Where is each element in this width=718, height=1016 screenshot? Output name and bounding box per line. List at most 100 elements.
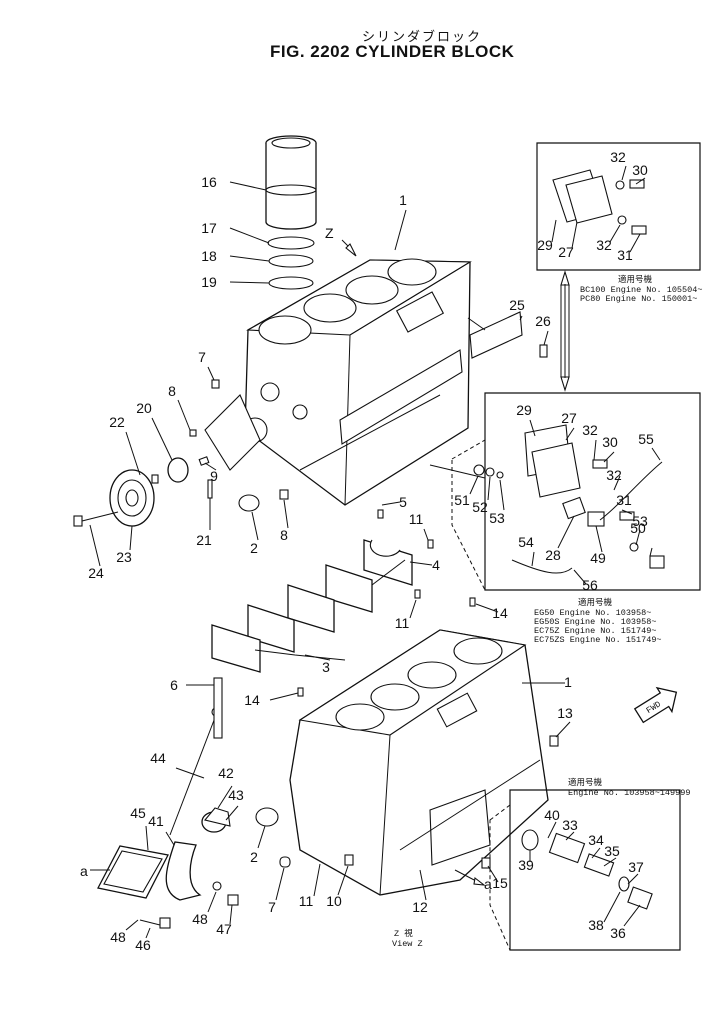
callout-number-13: 13 <box>557 705 573 721</box>
callout-leader-line <box>175 767 205 779</box>
callout-leader-line <box>283 499 289 529</box>
callout-leader-line <box>609 224 621 243</box>
callout-number-27: 27 <box>561 410 577 426</box>
callout-leader-line <box>217 785 233 809</box>
callout-leader-line <box>409 599 417 619</box>
dipstick-assembly <box>97 707 239 929</box>
callout-number-34: 34 <box>588 832 604 848</box>
applicability-top-line: PC80 Engine No. 150001~ <box>580 294 697 304</box>
callout-leader-line <box>651 447 661 461</box>
callout-number-2: 2 <box>250 540 258 556</box>
callout-leader-line <box>145 927 151 939</box>
callout-number-51: 51 <box>454 492 470 508</box>
callout-leader-line <box>229 227 270 244</box>
callout-leader-line <box>529 419 536 437</box>
callout-number-56: 56 <box>582 577 598 593</box>
callout-number-49: 49 <box>590 550 606 566</box>
bearing-caps <box>211 539 413 673</box>
callout-number-7: 7 <box>268 899 276 915</box>
callout-number-20: 20 <box>136 400 152 416</box>
callout-number-53: 53 <box>489 510 505 526</box>
callout-leader-line <box>125 919 139 931</box>
callout-number-32: 32 <box>582 422 598 438</box>
callout-number-35: 35 <box>604 843 620 859</box>
callout-leader-line <box>613 475 621 491</box>
upper-cylinder-block <box>204 258 472 506</box>
figure-title: FIG. 2202 CYLINDER BLOCK <box>270 42 515 61</box>
callout-leader-line <box>551 219 557 243</box>
callout-leader-line <box>635 529 641 546</box>
callout-number-11: 11 <box>395 615 410 631</box>
callout-leader-line <box>177 399 191 431</box>
callout-number-45: 45 <box>130 805 146 821</box>
fwd-arrow-icon: FWD <box>633 686 678 724</box>
callout-leader-line <box>565 427 575 441</box>
callout-number-6: 6 <box>170 677 178 693</box>
callout-leader-line <box>337 865 349 896</box>
callout-number-7: 7 <box>198 349 206 365</box>
callout-number-53: 53 <box>632 513 648 529</box>
callout-number-26: 26 <box>535 313 551 329</box>
callout-number-42: 42 <box>218 765 234 781</box>
callout-leader-line <box>603 891 621 923</box>
callout-leader-line <box>129 525 133 551</box>
callout-leader-line <box>591 847 601 859</box>
callout-leader-line <box>269 692 299 701</box>
timing-gear <box>73 456 210 527</box>
callout-number-52: 52 <box>472 499 488 515</box>
callout-leader-line <box>499 479 505 511</box>
view-z-caption: View Z <box>392 939 423 949</box>
callout-leader-line <box>547 821 557 839</box>
callout-number-31: 31 <box>617 247 633 263</box>
callout-number-14: 14 <box>244 692 260 708</box>
callout-number-11: 11 <box>299 893 314 909</box>
callout-leader-line <box>593 439 597 461</box>
detail-box-mid <box>451 392 701 591</box>
callout-number-18: 18 <box>201 248 217 264</box>
callout-number-54: 54 <box>518 534 534 550</box>
callout-leader-line <box>394 209 407 251</box>
callout-number-48: 48 <box>110 929 126 945</box>
detail-box-top <box>536 142 701 271</box>
callout-leader-line <box>423 528 429 541</box>
callout-number-44: 44 <box>150 750 166 766</box>
callout-leader-line <box>623 904 641 927</box>
callout-leader-line <box>469 475 479 495</box>
callout-leader-line <box>603 857 617 867</box>
callout-number-12: 12 <box>412 899 428 915</box>
callout-leader-line <box>419 869 427 901</box>
callout-leader-line <box>555 721 571 738</box>
callout-number-36: 36 <box>610 925 626 941</box>
callout-number-21: 21 <box>196 532 212 548</box>
callout-leader-line <box>304 654 331 661</box>
callout-leader-line <box>595 525 603 553</box>
callout-number-8: 8 <box>168 383 176 399</box>
callout-leader-line <box>409 561 433 566</box>
callout-number-55: 55 <box>638 431 654 447</box>
cylinder-liner <box>265 135 317 290</box>
applicability-bot-heading: 適用号機 <box>568 777 603 788</box>
callout-leader-line <box>251 511 259 541</box>
lower-cylinder-block <box>289 629 549 896</box>
callout-number-8: 8 <box>280 527 288 543</box>
callout-leader-line <box>531 551 535 567</box>
callout-leader-line <box>487 865 499 883</box>
applicability-bot: 適用号機 Engine No. 103958~149999 <box>568 777 690 798</box>
callout-leader-line <box>275 867 285 901</box>
callout-number-46: 46 <box>135 937 151 953</box>
callout-number-16: 16 <box>201 174 217 190</box>
z-mark: Z <box>325 225 334 241</box>
callout-leader-line <box>229 255 270 262</box>
applicability-bot-line: Engine No. 103958~149999 <box>568 788 690 798</box>
callout-leader-line <box>229 181 267 191</box>
callout-number-10: 10 <box>326 893 342 909</box>
callout-number-29: 29 <box>516 402 532 418</box>
applicability-mid-line: EC75Z Engine No. 151749~ <box>534 626 656 636</box>
callout-number-25: 25 <box>509 297 525 313</box>
callout-number-30: 30 <box>602 434 618 450</box>
callout-number-1: 1 <box>564 674 572 690</box>
applicability-mid-line: EC75ZS Engine No. 151749~ <box>534 635 662 645</box>
callout-number-17: 17 <box>201 220 217 236</box>
callout-leader-line <box>225 805 239 821</box>
